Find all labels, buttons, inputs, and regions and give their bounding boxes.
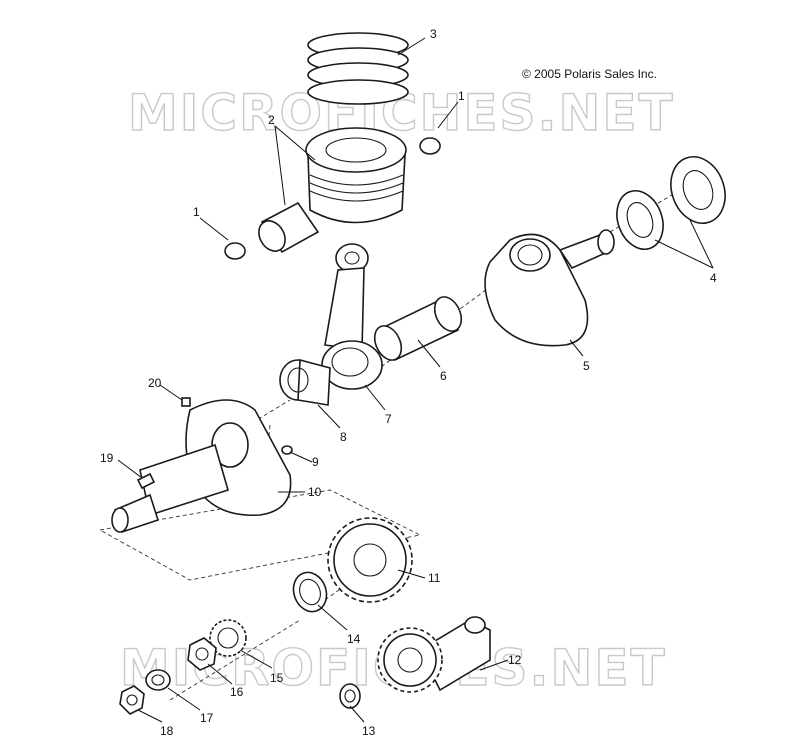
connecting-rod <box>321 243 383 390</box>
callout-1-lower: 1 <box>193 205 200 219</box>
primary-gear <box>327 517 413 603</box>
callout-14: 14 <box>347 632 361 646</box>
crank-half-right <box>484 229 615 347</box>
callout-5: 5 <box>583 359 590 373</box>
drive-gear <box>209 619 247 657</box>
callout-19: 19 <box>100 451 114 465</box>
woodruff-key <box>136 472 156 490</box>
callout-2: 2 <box>268 113 275 127</box>
callout-10: 10 <box>308 485 322 499</box>
main-bearing-inner <box>616 190 664 250</box>
washer-small <box>339 683 361 709</box>
callout-7: 7 <box>385 412 392 426</box>
thrust-washer <box>292 571 328 613</box>
lock-washer <box>145 669 171 691</box>
copyright-notice: © 2005 Polaris Sales Inc. <box>522 67 657 81</box>
callout-13: 13 <box>362 724 376 738</box>
callout-4: 4 <box>710 271 717 285</box>
callout-9: 9 <box>312 455 319 469</box>
hex-nut <box>119 685 145 715</box>
callout-11: 11 <box>428 571 441 585</box>
callout-12: 12 <box>508 653 522 667</box>
leader-lines <box>117 37 714 723</box>
callout-6: 6 <box>440 369 447 383</box>
main-bearing-outer <box>670 156 726 224</box>
balancer-gear <box>377 616 491 693</box>
callout-3: 3 <box>430 27 437 41</box>
callout-18: 18 <box>160 724 174 738</box>
crank-pin <box>373 296 463 362</box>
callout-16: 16 <box>230 685 244 699</box>
circlip-lower <box>224 242 246 260</box>
piston-rings <box>307 32 409 105</box>
crank-half-left <box>111 399 292 534</box>
callout-8: 8 <box>340 430 347 444</box>
dowel-pin <box>281 445 293 455</box>
piston-pin <box>258 201 320 254</box>
piston <box>305 127 407 224</box>
callout-17: 17 <box>200 711 214 725</box>
needle-bearing <box>279 358 331 406</box>
callout-20: 20 <box>148 376 162 390</box>
gear-nut <box>187 637 217 671</box>
callout-1-upper: 1 <box>458 89 465 103</box>
callout-15: 15 <box>270 671 284 685</box>
callout-labels: 3 2 1 1 4 5 6 7 8 9 10 19 20 11 14 12 13… <box>100 27 717 738</box>
small-pin <box>181 397 191 407</box>
circlip-upper <box>419 137 441 155</box>
